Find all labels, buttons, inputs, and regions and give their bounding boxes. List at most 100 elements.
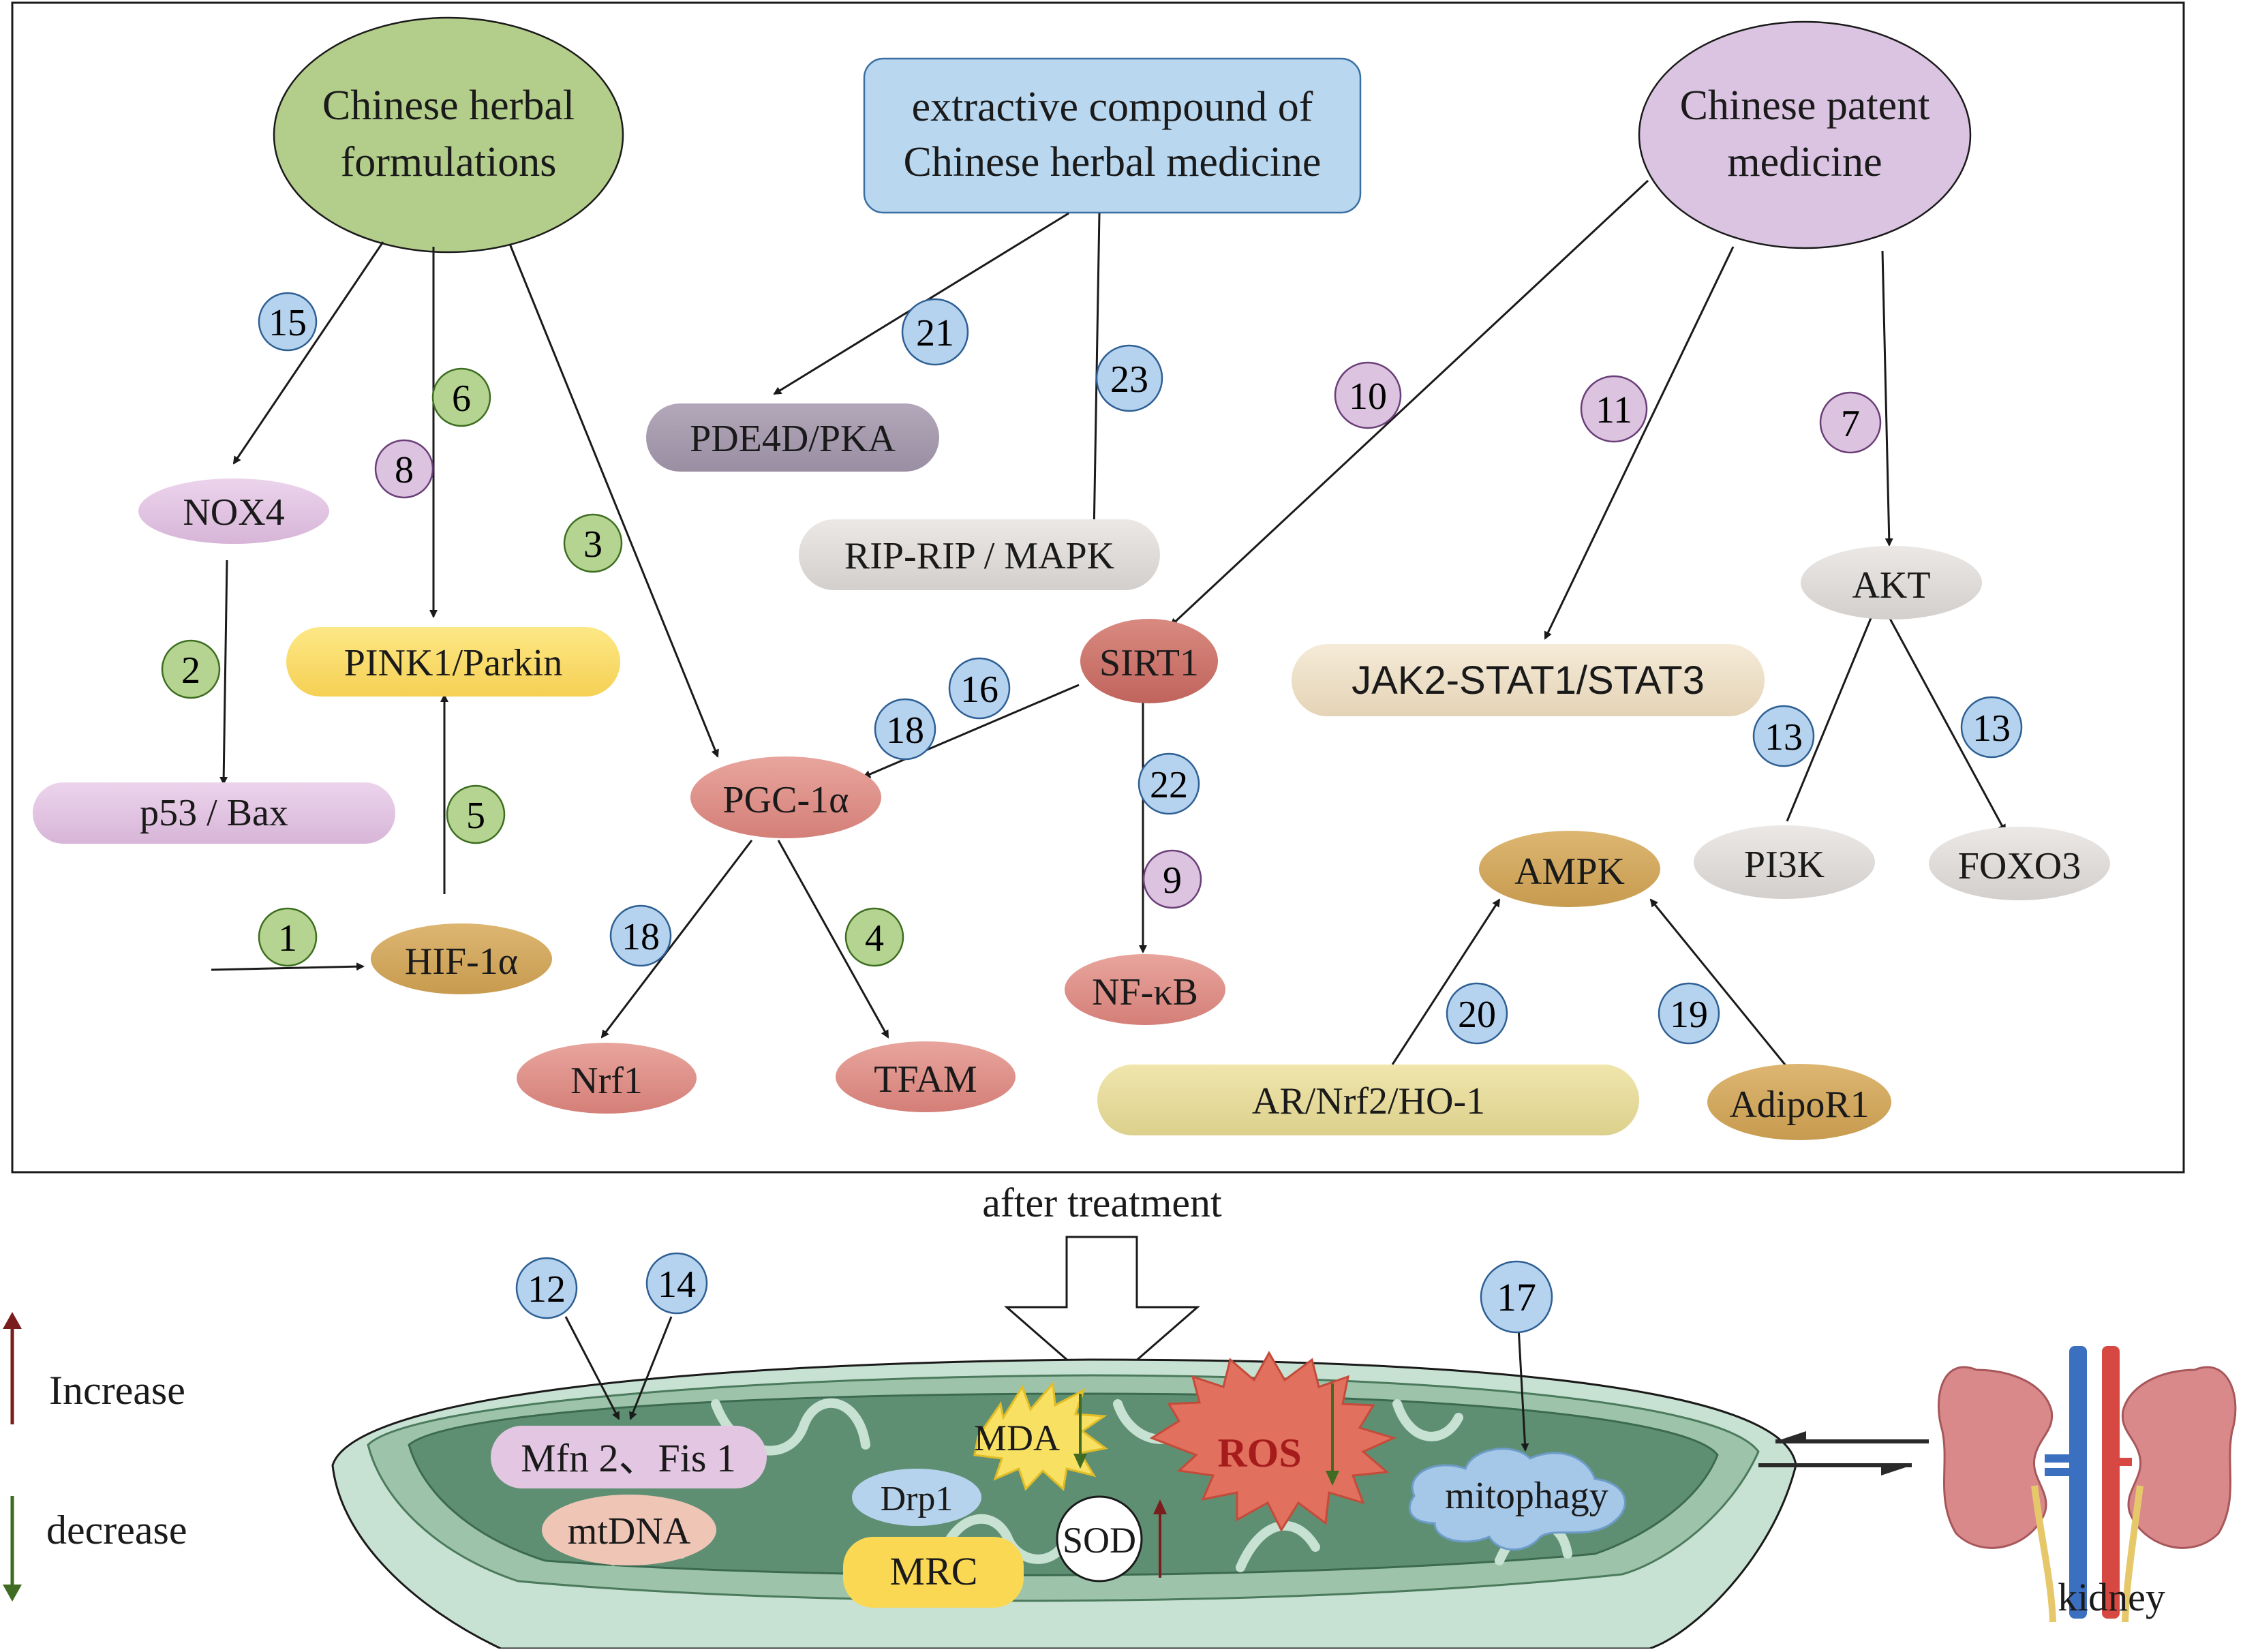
tfam-node: TFAM xyxy=(836,1041,1016,1112)
badge-18-sirt1-label: 18 xyxy=(886,709,924,752)
badge-23: 23 xyxy=(1095,344,1163,412)
extractive-compound-node: extractive compound of Chinese herbal me… xyxy=(863,57,1362,214)
pi3k-label: PI3K xyxy=(1744,844,1825,886)
akt-node: AKT xyxy=(1801,546,1982,620)
arrow-nox4-p53 xyxy=(219,560,228,785)
badge-12: 12 xyxy=(515,1257,578,1319)
ar-nrf2-ho1-label: AR/Nrf2/HO-1 xyxy=(1252,1080,1485,1122)
pgc1a-node: PGC-1α xyxy=(690,756,881,838)
sirt1-label: SIRT1 xyxy=(1099,642,1199,684)
right-kidney xyxy=(2121,1366,2237,1549)
arrow-into-hif1a xyxy=(211,962,365,971)
pde4d-pka-node: PDE4D/PKA xyxy=(646,403,939,472)
pink1-parkin-label: PINK1/Parkin xyxy=(344,642,562,684)
left-kidney xyxy=(1937,1366,2054,1549)
extract-label-line2: Chinese herbal medicine xyxy=(904,139,1322,185)
arrow-patent-jak2 xyxy=(1544,246,1735,640)
badge-23-label: 23 xyxy=(1110,358,1148,401)
mitophagy-label: mitophagy xyxy=(1445,1475,1608,1517)
badge-18-sirt1: 18 xyxy=(874,698,936,761)
drp1-node xyxy=(852,1469,981,1526)
herbal-label-line1: Chinese herbal xyxy=(322,82,575,129)
hif1a-label: HIF-1α xyxy=(405,940,518,983)
badge-11: 11 xyxy=(1580,375,1648,443)
jak2-stat-label: JAK2-STAT1/STAT3 xyxy=(1352,658,1705,703)
arrow-herbal-nox4 xyxy=(232,241,384,465)
p53-bax-node: p53 / Bax xyxy=(33,782,395,844)
badge-10: 10 xyxy=(1334,361,1402,429)
badge-14-label: 14 xyxy=(658,1264,696,1306)
ros-decrease-head-icon xyxy=(1326,1471,1339,1486)
badge-12-label: 12 xyxy=(528,1268,566,1311)
arrow-sirt1-pgc1a xyxy=(862,684,1080,778)
mtdna-node xyxy=(542,1495,716,1565)
sod-node xyxy=(1056,1495,1143,1582)
ampk-node: AMPK xyxy=(1479,831,1660,907)
badge-15-label: 15 xyxy=(269,302,307,344)
herbal-formulations-node: Chinese herbal formulations xyxy=(273,16,624,254)
mda-decrease-head-icon xyxy=(1073,1454,1087,1469)
arrow-herbal-pgc1a xyxy=(508,243,719,758)
nfkb-label: NF-κB xyxy=(1092,971,1198,1013)
badge-21: 21 xyxy=(901,298,969,366)
badge-13-pi3k: 13 xyxy=(1752,705,1815,767)
badge-16: 16 xyxy=(948,657,1011,720)
kidney-exchange-arrows xyxy=(1758,1431,1929,1475)
badge-3-label: 3 xyxy=(583,523,602,566)
jak2-stat-node: JAK2-STAT1/STAT3 xyxy=(1292,644,1765,716)
ros-label: ROS xyxy=(1217,1431,1301,1475)
nrf1-label: Nrf1 xyxy=(570,1060,643,1102)
akt-label: AKT xyxy=(1852,564,1930,607)
badge-17: 17 xyxy=(1480,1260,1553,1334)
badge-6: 6 xyxy=(431,367,491,427)
badge-1: 1 xyxy=(258,907,318,967)
badge-5-label: 5 xyxy=(466,795,485,837)
arrow-pgc1a-tfam xyxy=(777,840,889,1039)
badge-17-label: 17 xyxy=(1497,1275,1536,1319)
badge-9-label: 9 xyxy=(1163,859,1182,902)
p53-bax-label: p53 / Bax xyxy=(140,792,288,834)
drp1-label: Drp1 xyxy=(881,1480,953,1518)
mrc-label: MRC xyxy=(890,1549,978,1593)
arrow-17-mitophagy xyxy=(1517,1326,1529,1452)
badge-8-label: 8 xyxy=(395,449,414,491)
badge-14: 14 xyxy=(645,1252,708,1315)
left-renal-vein xyxy=(2045,1454,2072,1476)
badge-22: 22 xyxy=(1138,752,1200,815)
patent-medicine-node: Chinese patent medicine xyxy=(1638,20,1972,249)
patent-label-line1: Chinese patent xyxy=(1680,82,1930,129)
pi3k-node: PI3K xyxy=(1694,825,1875,899)
legend-increase-label: Increase xyxy=(49,1368,185,1413)
mda-burst xyxy=(973,1381,1108,1491)
mitochondrion: Mfn 2、Fis 1 mtDNA Drp1 MRC SOD MDA ROS m… xyxy=(331,1350,1797,1650)
badge-19-label: 19 xyxy=(1670,994,1708,1036)
mitophagy-blob xyxy=(1408,1448,1626,1551)
badge-13-foxo3-label: 13 xyxy=(1972,707,2011,750)
badge-1-label: 1 xyxy=(278,917,297,960)
badge-3: 3 xyxy=(563,513,623,573)
badge-13-foxo3: 13 xyxy=(1960,696,2023,759)
mrc-node xyxy=(843,1537,1024,1608)
badge-11-label: 11 xyxy=(1596,389,1632,431)
sirt1-node: SIRT1 xyxy=(1080,619,1218,703)
badge-21-label: 21 xyxy=(916,312,954,354)
arrow-mito-to-kidney-head-icon xyxy=(1881,1465,1912,1475)
arrow-12-mfn2 xyxy=(564,1316,620,1420)
arrow-14-mfn2 xyxy=(629,1316,673,1420)
badge-15: 15 xyxy=(258,292,318,352)
legend-decrease-label: decrease xyxy=(46,1508,187,1552)
after-treatment-label: after treatment xyxy=(982,1180,1222,1225)
badge-8: 8 xyxy=(374,439,434,499)
arrow-patent-akt xyxy=(1881,250,1893,547)
legend: Increase decrease xyxy=(3,1312,187,1602)
nox4-label: NOX4 xyxy=(183,491,284,534)
rip-mapk-node: RIP-RIP / MAPK xyxy=(799,519,1160,590)
rip-mapk-label: RIP-RIP / MAPK xyxy=(844,535,1114,577)
foxo3-label: FOXO3 xyxy=(1958,845,2081,887)
badge-2: 2 xyxy=(161,639,221,699)
decrease-arrowhead-icon xyxy=(3,1585,22,1602)
mfn2-fis1-label: Mfn 2、Fis 1 xyxy=(521,1436,736,1480)
sod-increase-head-icon xyxy=(1153,1499,1167,1514)
badge-6-label: 6 xyxy=(452,378,471,420)
